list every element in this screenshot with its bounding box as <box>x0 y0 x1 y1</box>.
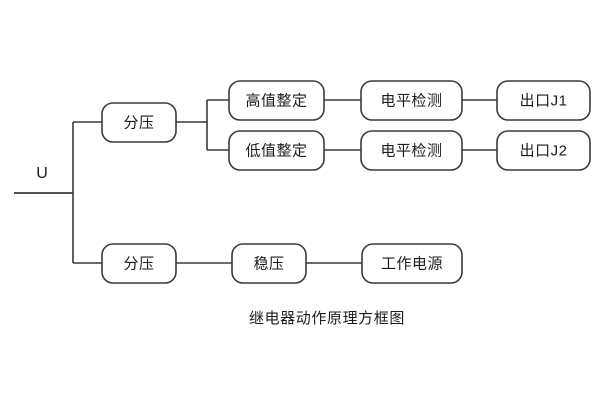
node-box-working-power[interactable] <box>361 243 463 284</box>
node-label-working-power: 工作电源 <box>381 255 443 272</box>
node-label-output-j2: 出口J2 <box>520 142 568 159</box>
node-high-setting[interactable]: 高值整定 <box>228 80 325 121</box>
node-voltage-reg[interactable]: 稳压 <box>231 243 307 284</box>
node-level-detect-2[interactable]: 电平检测 <box>360 130 463 171</box>
diagram-caption: 继电器动作原理方框图 <box>249 310 405 327</box>
node-label-divider-upper: 分压 <box>123 114 154 131</box>
node-divider-lower[interactable]: 分压 <box>101 243 177 284</box>
node-label-level-detect-1: 电平检测 <box>380 92 442 109</box>
node-output-j1[interactable]: 出口J1 <box>496 80 591 121</box>
node-label-low-setting: 低值整定 <box>245 142 307 159</box>
node-label-voltage-reg: 稳压 <box>253 255 284 272</box>
node-label-level-detect-2: 电平检测 <box>380 142 442 159</box>
node-box-divider-upper[interactable] <box>101 102 177 143</box>
node-box-high-setting[interactable] <box>228 80 325 121</box>
node-output-j2[interactable]: 出口J2 <box>496 130 591 171</box>
node-box-low-setting[interactable] <box>228 130 325 171</box>
node-working-power[interactable]: 工作电源 <box>361 243 463 284</box>
node-low-setting[interactable]: 低值整定 <box>228 130 325 171</box>
node-box-output-j1[interactable] <box>496 80 591 121</box>
node-label-output-j1: 出口J1 <box>520 92 568 109</box>
input-voltage-label: U <box>36 165 48 182</box>
node-box-level-detect-2[interactable] <box>360 130 463 171</box>
node-label-high-setting: 高值整定 <box>245 92 307 109</box>
node-label-divider-lower: 分压 <box>123 255 154 272</box>
node-box-voltage-reg[interactable] <box>231 243 307 284</box>
node-box-output-j2[interactable] <box>496 130 591 171</box>
node-box-level-detect-1[interactable] <box>360 80 463 121</box>
node-divider-upper[interactable]: 分压 <box>101 102 177 143</box>
connector-lines <box>14 99 497 264</box>
node-box-divider-lower[interactable] <box>101 243 177 284</box>
input-source-group: U <box>14 165 73 194</box>
node-level-detect-1[interactable]: 电平检测 <box>360 80 463 121</box>
block-nodes: 分压高值整定低值整定电平检测电平检测出口J1出口J2分压稳压工作电源 <box>101 80 591 284</box>
